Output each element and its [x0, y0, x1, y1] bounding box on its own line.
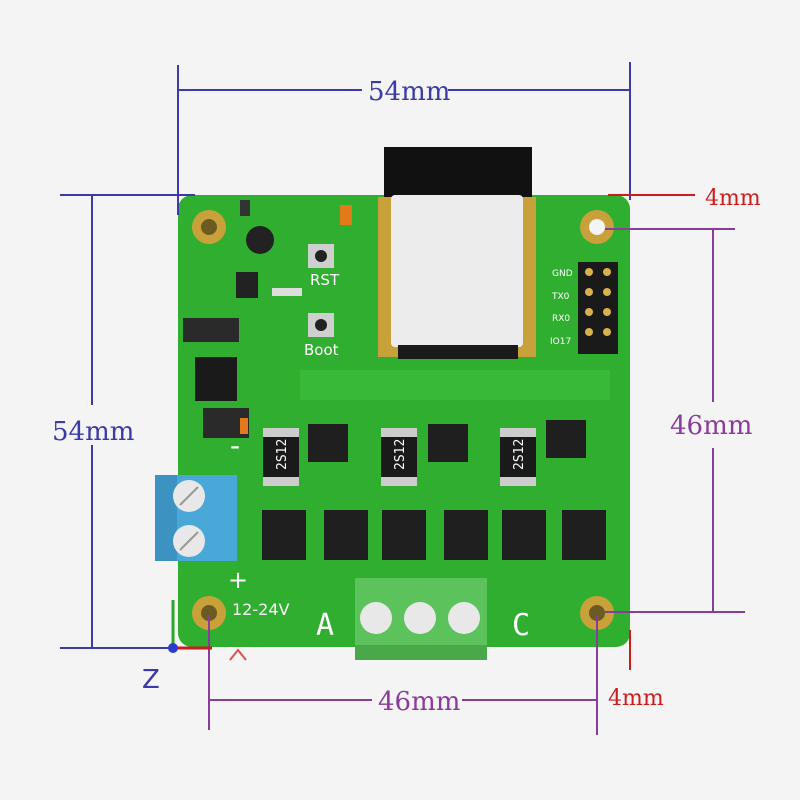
io17-pin-label: IO17: [550, 337, 571, 347]
dim-top-width: [177, 62, 631, 215]
mosfet: [502, 510, 546, 560]
motor-terminal-block: [355, 578, 487, 660]
gnd-pin-label: GND: [552, 269, 573, 279]
rst-label: RST: [310, 271, 340, 289]
mounting-hole-tl: [192, 210, 226, 244]
smd-component: [240, 418, 248, 434]
tx0-pin-label: TX0: [551, 292, 570, 302]
smd-component: [240, 200, 250, 216]
mosfet: [444, 510, 488, 560]
dim-right-hole-spacing: [605, 228, 745, 613]
pin-header: [578, 262, 618, 354]
z-axis-label: Z: [142, 665, 160, 695]
shunt-resistor-3: [500, 428, 536, 486]
smd-component: [340, 205, 352, 225]
mounting-hole-tr: [580, 210, 614, 244]
driver-ic: [546, 420, 586, 458]
shunt-label-1: 2S12: [275, 439, 290, 470]
dim-left-height: [60, 194, 195, 649]
inductor-l2: [246, 226, 274, 254]
driver-ic: [428, 424, 468, 462]
right-spacing-label: 46mm: [670, 411, 752, 441]
rst-button: [308, 244, 334, 268]
voltage-label: 12-24V: [232, 600, 289, 619]
top-width-label: 54mm: [368, 77, 450, 107]
boot-label: Boot: [304, 341, 339, 359]
silkscreen-strip: [300, 370, 610, 400]
smd-component: [236, 272, 258, 298]
phase-c-label: C: [512, 608, 530, 643]
mosfet: [262, 510, 306, 560]
mosfet: [324, 510, 368, 560]
phase-a-label: A: [316, 608, 334, 643]
mounting-hole-bl: [192, 596, 226, 630]
rx0-pin-label: RX0: [552, 314, 570, 324]
boot-button: [308, 313, 334, 337]
left-height-label: 54mm: [52, 417, 134, 447]
shunt-label-2: 2S12: [393, 439, 408, 470]
dim-bottom-hole-spacing: [208, 615, 598, 735]
esp32-module: [378, 147, 536, 359]
axis-indicator: [168, 600, 247, 661]
regulator-ic: [195, 357, 237, 401]
top-offset-label: 4mm: [705, 186, 761, 211]
capacitor: [183, 318, 239, 342]
driver-ic: [308, 424, 348, 462]
bottom-spacing-label: 46mm: [378, 687, 460, 717]
plus-label: +: [228, 566, 248, 594]
bottom-offset-label: 4mm: [608, 686, 664, 711]
shunt-resistor-2: [381, 428, 417, 486]
mosfet: [562, 510, 606, 560]
smd-component: [272, 288, 302, 296]
mosfet: [382, 510, 426, 560]
shunt-label-3: 2S12: [512, 439, 527, 470]
shunt-resistor-1: [263, 428, 299, 486]
mounting-hole-br: [580, 596, 614, 630]
power-terminal-block: [155, 475, 237, 561]
minus-label: -: [230, 429, 240, 462]
